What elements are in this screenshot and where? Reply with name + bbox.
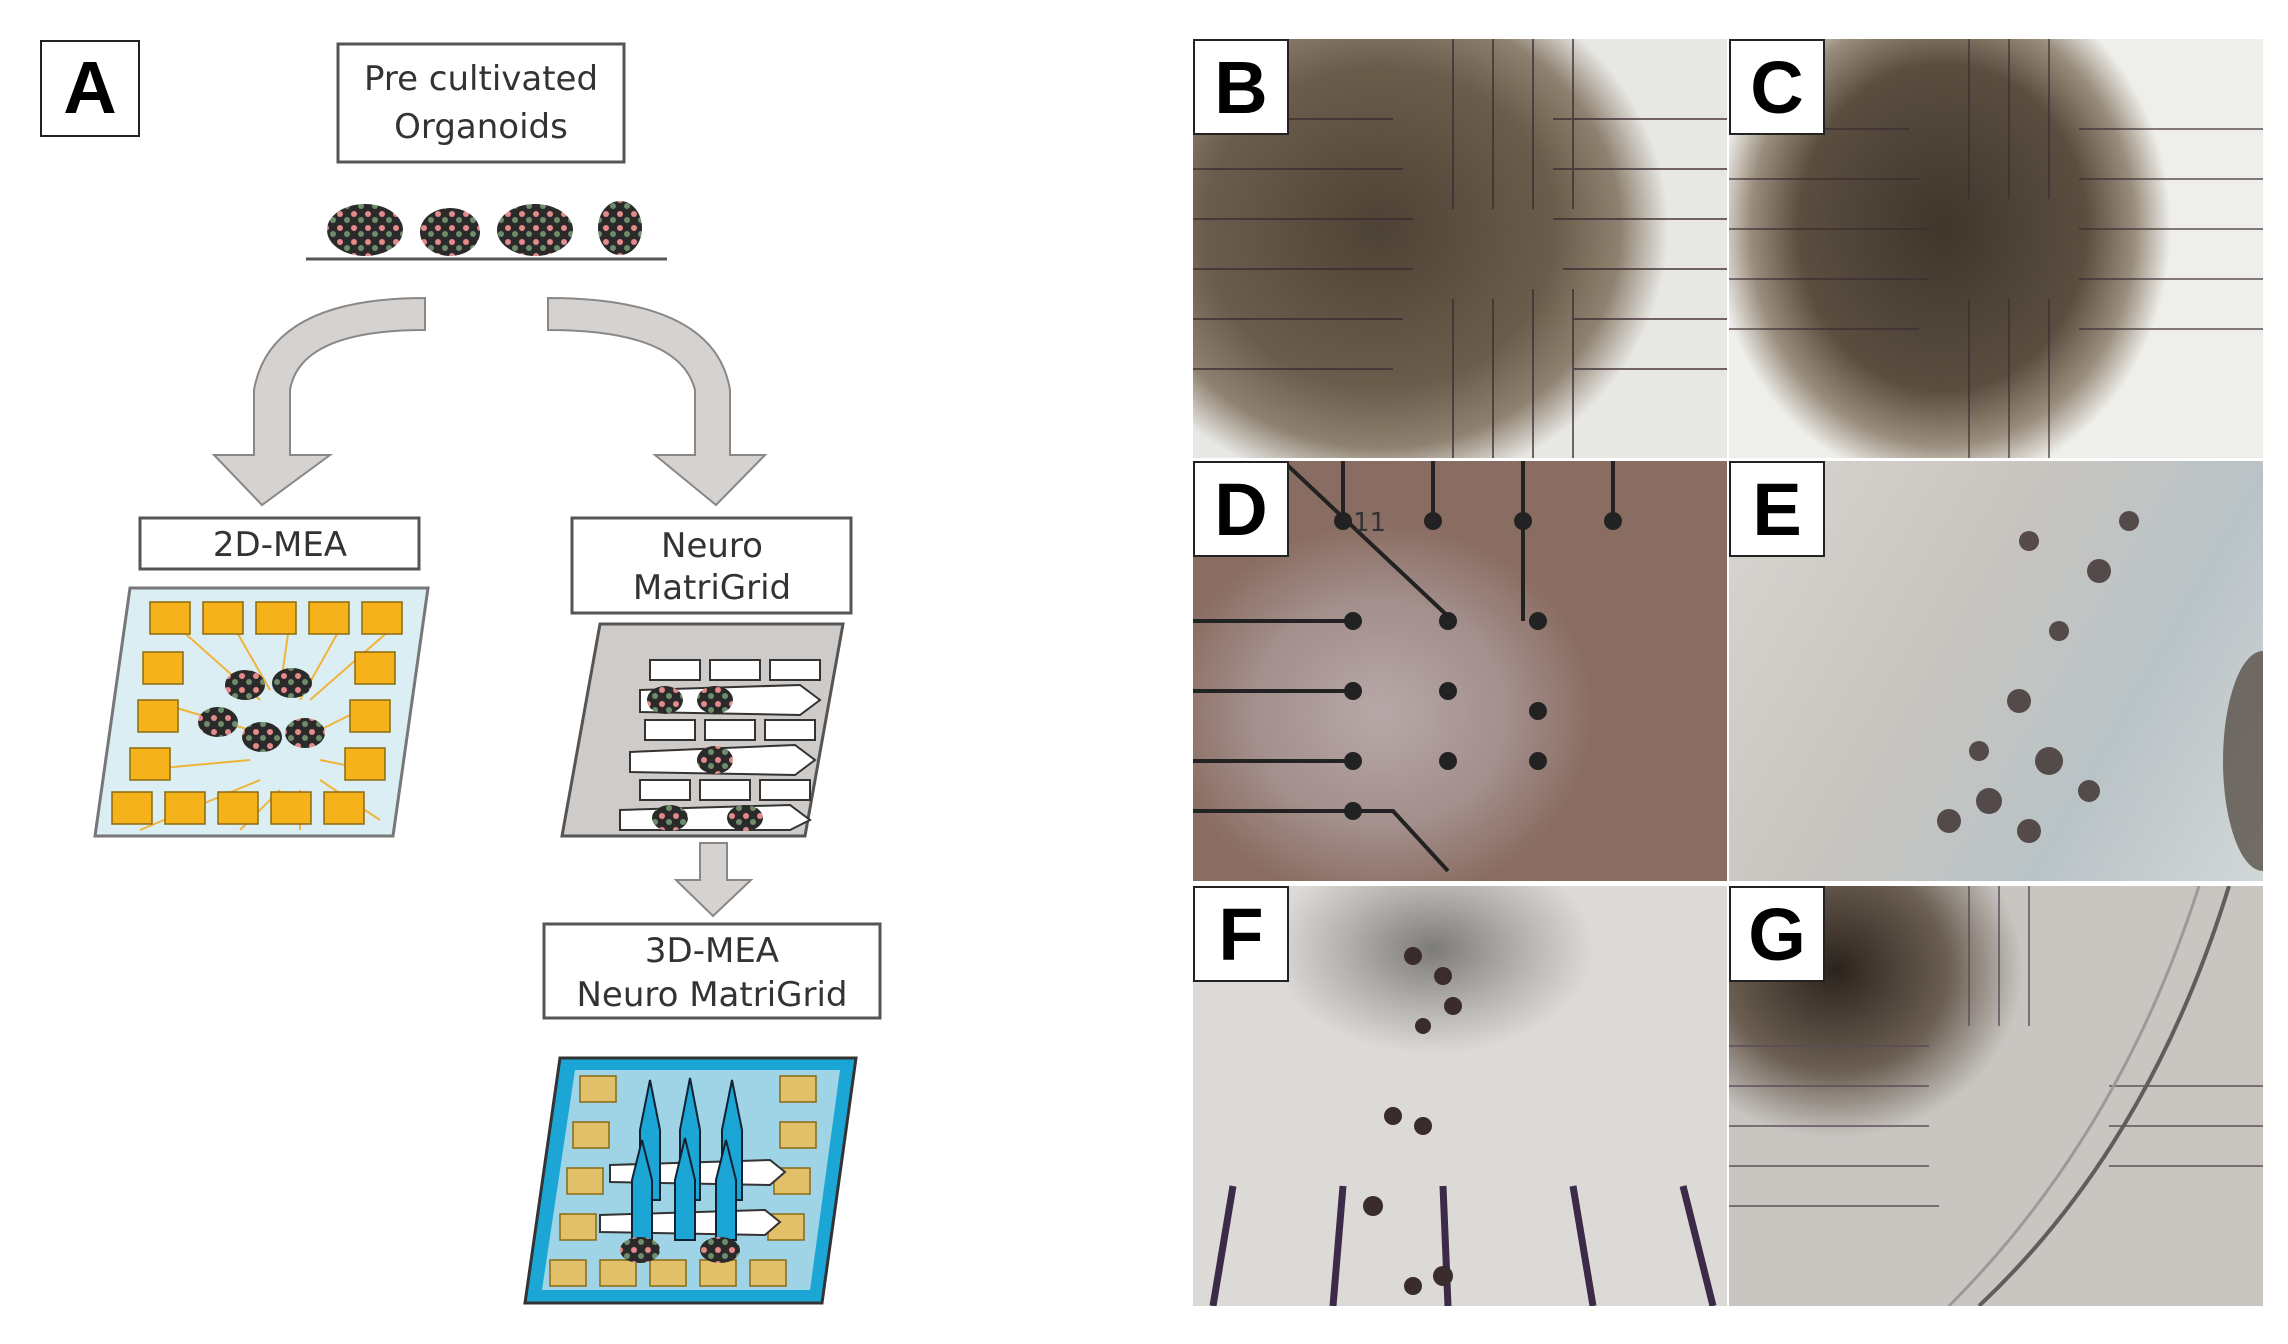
3d-mea-chip	[523, 1056, 858, 1305]
panel-label-e: E	[1729, 461, 1825, 557]
panel-label-c: C	[1729, 39, 1825, 135]
curved-arrow-left	[211, 296, 426, 507]
micrograph-d: 11 D	[1193, 461, 1727, 881]
panel-label-a: A	[63, 46, 116, 129]
3d-mea-box	[542, 922, 882, 1020]
panel-label-f: F	[1193, 886, 1289, 982]
curved-arrow-right	[547, 296, 768, 507]
2d-mea-box	[138, 516, 421, 571]
top-box-line2: Organoids	[394, 107, 568, 147]
2d-mea-label: 2D-MEA	[213, 525, 347, 565]
3d-mea-line2: Neuro MatriGrid	[576, 975, 847, 1015]
micrograph-c: C	[1729, 39, 2263, 458]
2d-mea-chip	[93, 586, 430, 838]
neuro-matrigrid-box	[570, 516, 853, 615]
3d-mea-line1: 3D-MEA	[645, 931, 779, 971]
panel-label-a-box	[40, 40, 140, 137]
neuro-matrigrid-line2: MatriGrid	[633, 568, 791, 608]
micrograph-g: G	[1729, 886, 2263, 1306]
neuro-matrigrid-line1: Neuro	[661, 526, 763, 566]
panel-label-d: D	[1193, 461, 1289, 557]
neuro-matrigrid-illustration	[560, 622, 845, 838]
organoids-illustration	[306, 201, 667, 261]
down-arrow	[673, 842, 754, 918]
top-box-line1: Pre cultivated	[364, 59, 598, 99]
micrograph-e: E	[1729, 461, 2263, 881]
panel-label-b: B	[1193, 39, 1289, 135]
panel-label-g: G	[1729, 886, 1825, 982]
micrograph-b: B	[1193, 39, 1727, 458]
micrograph-f: F	[1193, 886, 1727, 1306]
pre-cultivated-organoids-box	[336, 42, 626, 164]
electrode-number: 11	[1353, 508, 1386, 538]
